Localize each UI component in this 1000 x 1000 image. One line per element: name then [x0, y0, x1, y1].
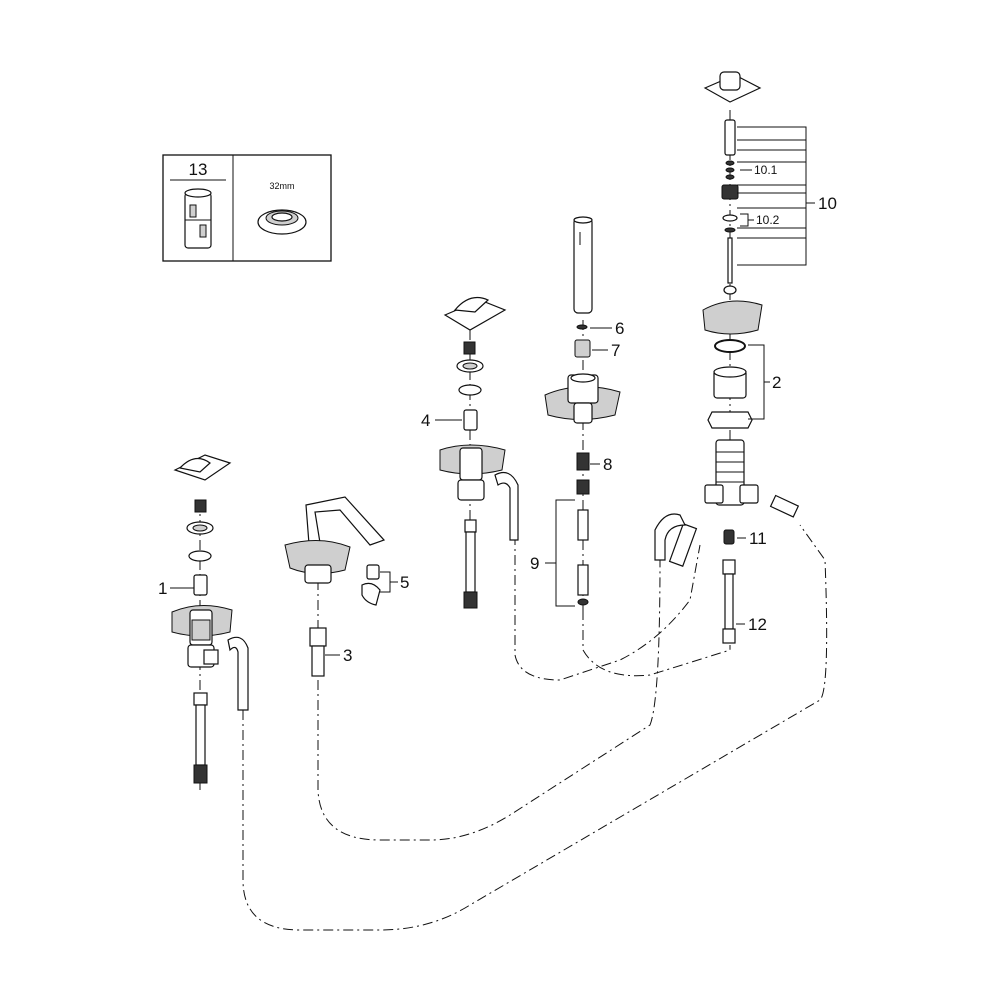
inset-box-13: 13 32mm [162, 154, 332, 262]
handshower-assembly [544, 216, 621, 610]
callout-leaders [170, 126, 815, 656]
diverter-assembly [654, 71, 800, 644]
callout-3: 3 [343, 646, 352, 665]
callout-10: 10 [818, 194, 837, 213]
spout-assembly [284, 496, 386, 680]
middle-valve-assembly [439, 297, 519, 610]
left-valve-assembly [171, 454, 249, 790]
callout-10-2: 10.2 [756, 213, 780, 227]
callout-5: 5 [400, 573, 409, 592]
inset-size-label: 32mm [269, 181, 294, 191]
handle-icon [173, 454, 232, 481]
callout-labels: 1 2 3 4 5 6 7 8 9 10 10.1 10.2 11 12 [158, 163, 837, 665]
hose-connections [242, 524, 828, 931]
callout-8: 8 [603, 455, 612, 474]
callout-7: 7 [611, 341, 620, 360]
cartridge-icon [184, 188, 212, 249]
callout-12: 12 [748, 615, 767, 634]
ring-tool-icon [257, 209, 307, 235]
callout-9: 9 [530, 554, 539, 573]
inset-title: 13 [189, 160, 208, 179]
callout-6: 6 [615, 319, 624, 338]
callout-10-1: 10.1 [754, 163, 778, 177]
callout-1: 1 [158, 579, 167, 598]
callout-2: 2 [772, 373, 781, 392]
callout-4: 4 [421, 411, 430, 430]
callout-11: 11 [749, 529, 767, 548]
